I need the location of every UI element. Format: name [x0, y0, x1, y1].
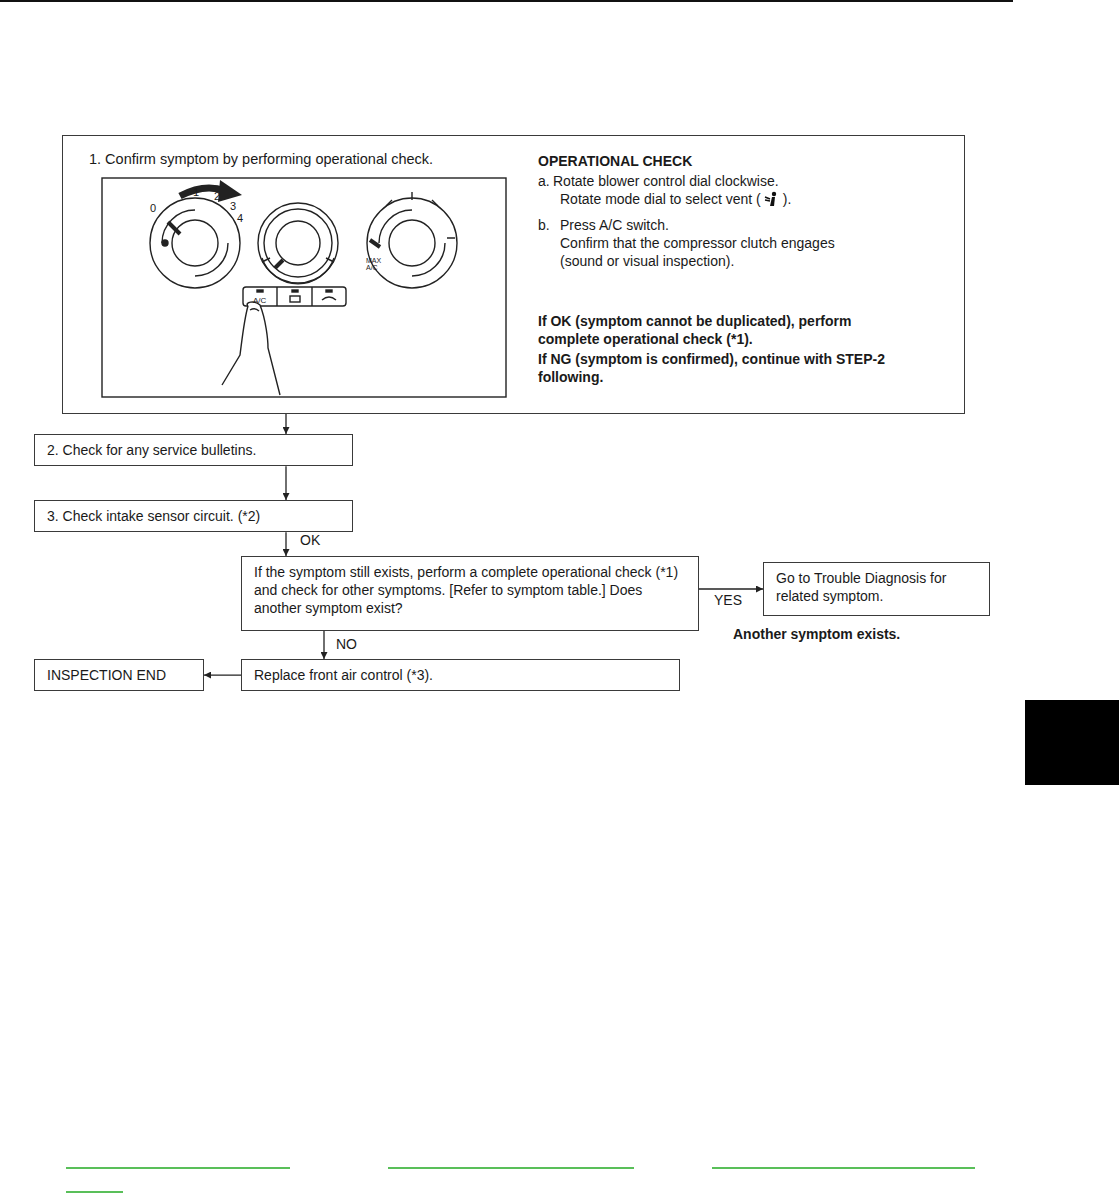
- box-text: If the symptom still exists, perform a c…: [254, 563, 686, 618]
- flow-arrow: [285, 414, 286, 434]
- step-letter: a.: [538, 172, 550, 190]
- section-tab: [1025, 700, 1119, 785]
- process-box: 2. Check for any service bulletins.: [34, 434, 353, 466]
- step-heading: 1. Confirm symptom by performing operati…: [89, 150, 433, 169]
- process-box: Replace front air control (*3).: [241, 659, 680, 691]
- box-text: Replace front air control (*3).: [254, 666, 667, 684]
- scale-number: 4: [237, 212, 243, 224]
- branch-label: YES: [712, 592, 744, 608]
- footer-links: [66, 1168, 975, 1192]
- box-text: 2. Check for any service bulletins.: [47, 441, 340, 459]
- check-panel: 1. Confirm symptom by performing operati…: [62, 135, 965, 414]
- branch-label: NO: [334, 636, 359, 652]
- box-text: Go to Trouble Diagnosis for related symp…: [776, 569, 977, 605]
- box-text: 3. Check intake sensor circuit. (*2): [47, 507, 340, 525]
- scale-number: 3: [230, 200, 236, 212]
- flow-arrow: [285, 532, 286, 556]
- instruction-text: ).: [783, 191, 792, 207]
- process-box: Go to Trouble Diagnosis for related symp…: [763, 562, 990, 616]
- result-note: If NG (symptom is confirmed), continue w…: [538, 350, 910, 386]
- flow-arrow: [699, 588, 763, 589]
- branch-note: Another symptom exists.: [733, 626, 900, 642]
- flow-arrow: [323, 631, 324, 659]
- header-rule: [0, 0, 1013, 2]
- flow-arrow: [204, 674, 241, 675]
- instruction-text: Press A/C switch.: [560, 216, 669, 234]
- end-box: INSPECTION END: [34, 659, 204, 691]
- instruction-text: Confirm that the compressor clutch engag…: [560, 234, 860, 270]
- branch-label: OK: [298, 532, 322, 548]
- section-heading: OPERATIONAL CHECK: [538, 152, 692, 170]
- flow-arrow: [285, 466, 286, 500]
- scale-number: 2: [214, 190, 220, 202]
- result-note: If OK (symptom cannot be duplicated), pe…: [538, 312, 910, 348]
- box-text: INSPECTION END: [47, 666, 191, 684]
- decision-box: If the symptom still exists, perform a c…: [241, 556, 699, 631]
- step-letter: b.: [538, 216, 550, 234]
- scale-number: 1: [193, 186, 199, 198]
- vent-icon: [764, 191, 780, 207]
- dial-label: MAX A/C: [366, 257, 382, 271]
- control-panel-illustration: [102, 178, 506, 397]
- instruction-text: Rotate blower control dial clockwise.: [553, 172, 779, 190]
- instruction-text: Rotate mode dial to select vent (: [560, 191, 761, 207]
- instruction-line: Rotate mode dial to select vent ().: [560, 190, 791, 208]
- scale-number: 0: [150, 202, 156, 214]
- process-box: 3. Check intake sensor circuit. (*2): [34, 500, 353, 532]
- button-label: A/C: [253, 296, 266, 305]
